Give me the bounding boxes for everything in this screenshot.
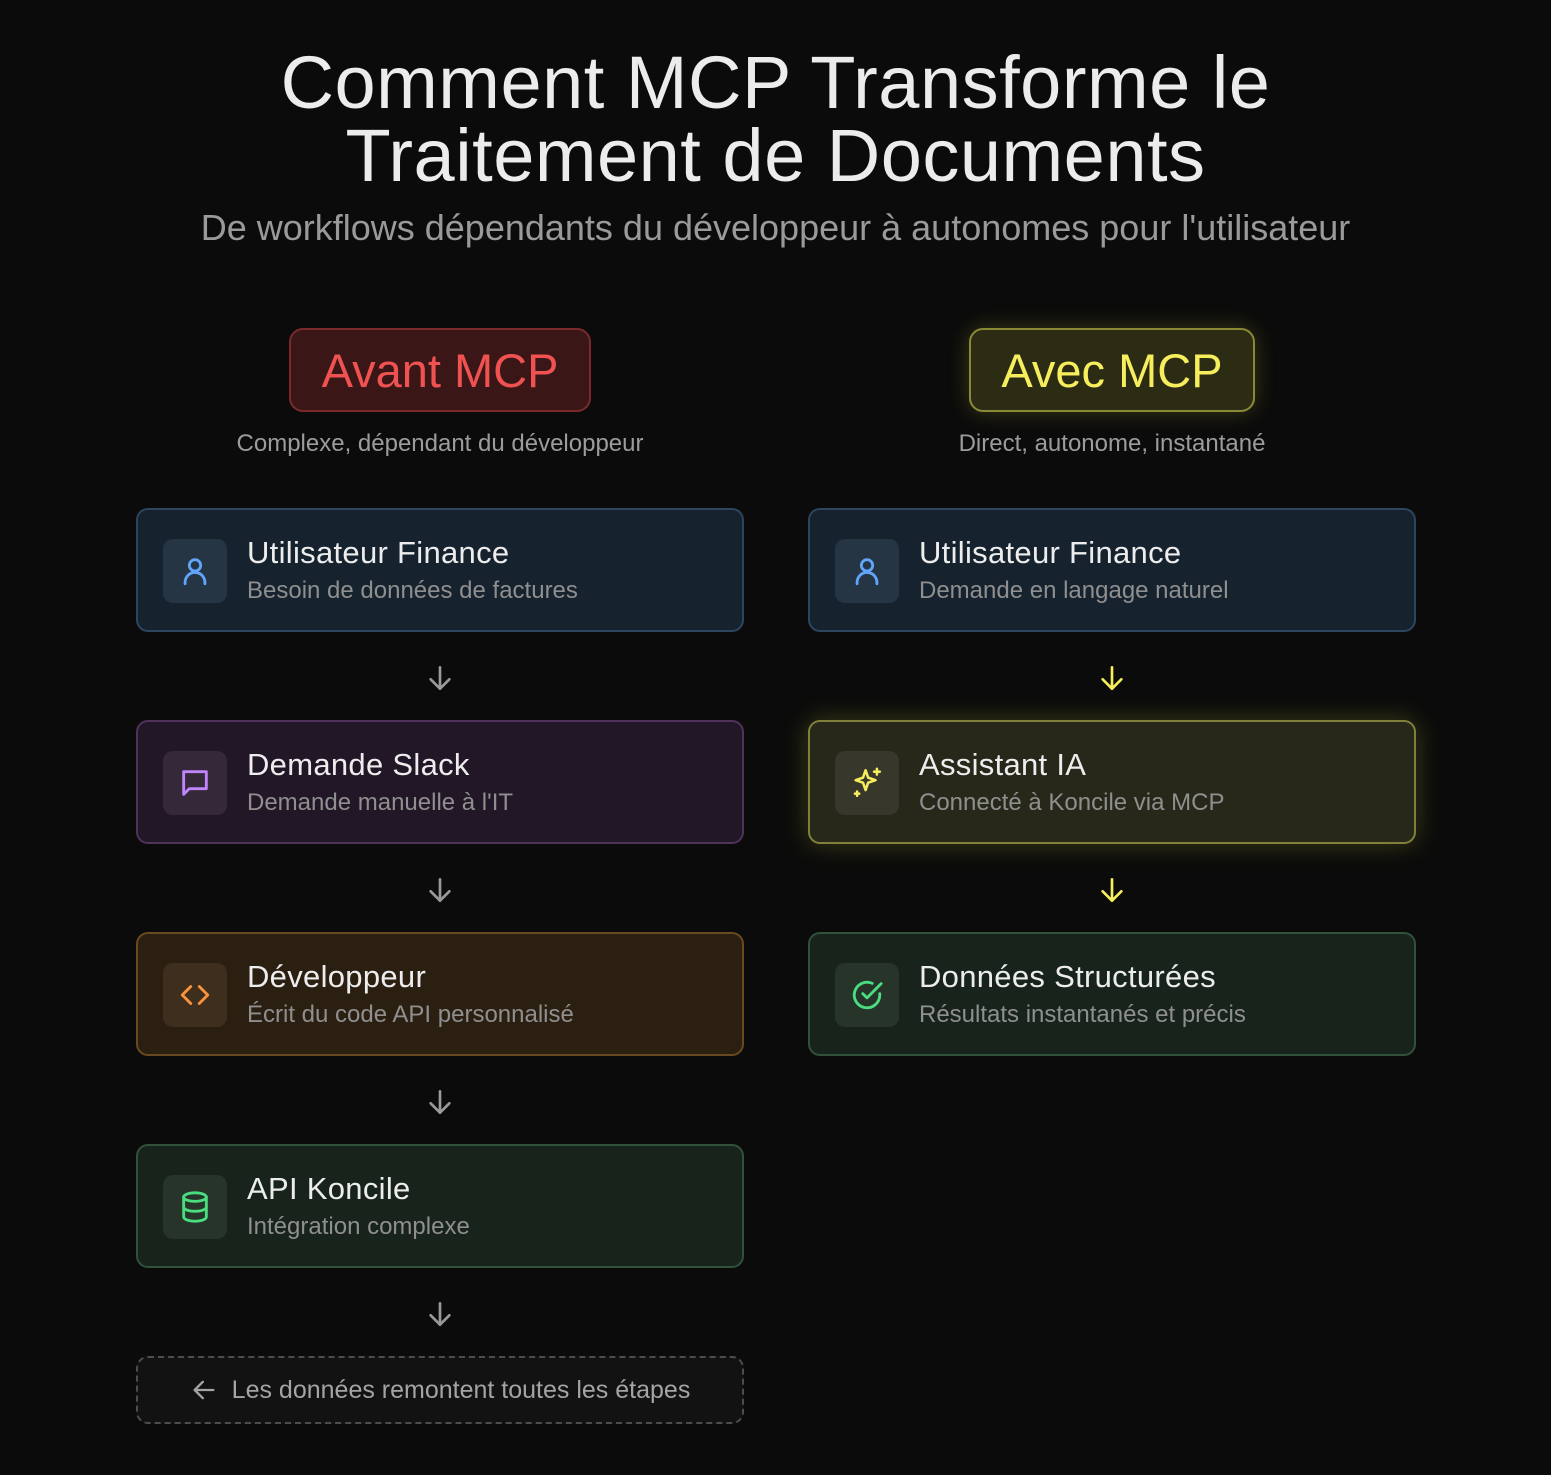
step-title: Assistant IA [919, 747, 1087, 782]
arrow-left-icon [190, 1376, 218, 1404]
step-subtitle: Résultats instantanés et précis [919, 1001, 1246, 1028]
step-subtitle: Demande en langage naturel [919, 577, 1229, 604]
before-step-koncile-api: API Koncile Intégration complexe [136, 1144, 744, 1268]
step-subtitle: Écrit du code API personnalisé [247, 1001, 574, 1028]
with-mcp-caption: Direct, autonome, instantané [958, 430, 1266, 457]
user-icon [835, 539, 899, 603]
arrow-down-icon [424, 1298, 456, 1330]
title-line-2: Traitement de Documents [345, 114, 1206, 197]
step-title: API Koncile [247, 1171, 411, 1206]
arrow-down-icon [1096, 874, 1128, 906]
after-step-structured-data: Données Structurées Résultats instantané… [808, 932, 1416, 1056]
before-mcp-caption: Complexe, dépendant du développeur [236, 430, 644, 457]
step-subtitle: Connecté à Koncile via MCP [919, 789, 1225, 816]
step-title: Utilisateur Finance [247, 535, 510, 570]
step-subtitle: Demande manuelle à l'IT [247, 789, 514, 816]
arrow-down-icon [424, 874, 456, 906]
before-step-slack-request: Demande Slack Demande manuelle à l'IT [136, 720, 744, 844]
code-icon [163, 963, 227, 1027]
with-mcp-badge: Avec MCP [969, 328, 1255, 412]
step-subtitle: Besoin de données de factures [247, 577, 578, 604]
step-title: Demande Slack [247, 747, 470, 782]
data-return-note: Les données remontent toutes les étapes [136, 1356, 744, 1424]
after-step-ai-assistant: Assistant IA Connecté à Koncile via MCP [808, 720, 1416, 844]
database-icon [163, 1175, 227, 1239]
page-title: Comment MCP Transforme le Traitement de … [0, 41, 1551, 197]
before-mcp-badge: Avant MCP [289, 328, 591, 412]
arrow-down-icon [424, 1086, 456, 1118]
step-title: Développeur [247, 959, 427, 994]
note-text: Les données remontent toutes les étapes [231, 1375, 691, 1404]
arrow-down-icon [424, 662, 456, 694]
arrow-down-icon [1096, 662, 1128, 694]
page-subtitle: De workflows dépendants du développeur à… [200, 207, 1351, 248]
step-title: Utilisateur Finance [919, 535, 1182, 570]
title-line-1: Comment MCP Transforme le [280, 41, 1271, 124]
sparkles-icon [835, 751, 899, 815]
before-step-finance-user: Utilisateur Finance Besoin de données de… [136, 508, 744, 632]
after-step-finance-user: Utilisateur Finance Demande en langage n… [808, 508, 1416, 632]
step-subtitle: Intégration complexe [247, 1213, 470, 1240]
message-icon [163, 751, 227, 815]
check-circle-icon [835, 963, 899, 1027]
step-title: Données Structurées [919, 959, 1216, 994]
before-step-developer: Développeur Écrit du code API personnali… [136, 932, 744, 1056]
user-icon [163, 539, 227, 603]
